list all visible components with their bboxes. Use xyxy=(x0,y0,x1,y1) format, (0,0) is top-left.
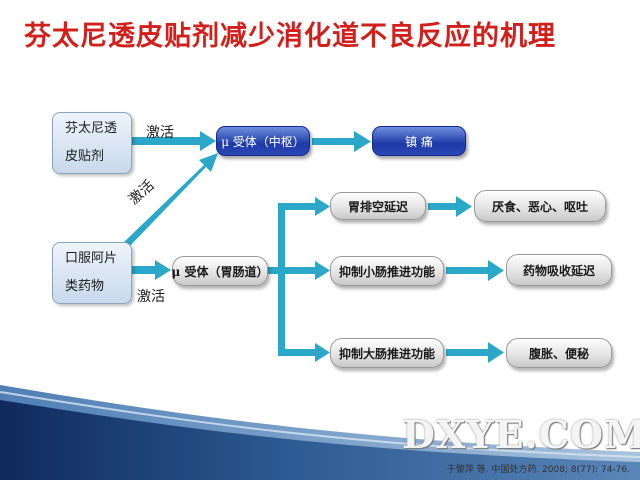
fentanyl-patch-box: 芬太尼透 皮贴剂 xyxy=(52,112,132,174)
arrow-opioid-to-gut xyxy=(132,260,171,280)
arrow-fentanyl-to-central xyxy=(132,131,216,151)
arrow-small-to-outcome xyxy=(446,260,504,281)
gastric-outcome-node: 厌食、恶心、呕吐 xyxy=(474,190,606,222)
small-intestine-node: 抑制小肠推进功能 xyxy=(330,256,444,286)
branch-vertical xyxy=(278,203,285,356)
decor-band-dark xyxy=(0,400,640,480)
arrow-central-to-analgesia xyxy=(312,131,371,152)
activation-label-bottom: 激活 xyxy=(137,289,165,305)
analgesia-node: 镇 痛 xyxy=(372,126,466,156)
fentanyl-label-line1: 芬太尼透 xyxy=(65,121,118,136)
opioid-label-line2: 类药物 xyxy=(65,279,105,294)
citation-text: 于黎萍 等. 中国处方药. 2008; 8(77): 74-76. xyxy=(446,465,630,475)
bowel-outcome-node: 腹胀、便秘 xyxy=(506,338,612,368)
absorption-outcome-node: 药物吸收延迟 xyxy=(506,254,612,286)
opioid-label-line1: 口服阿片 xyxy=(65,251,118,266)
decor-band-highlight xyxy=(0,391,640,458)
branch-stub xyxy=(268,267,284,274)
large-intestine-node: 抑制大肠推进功能 xyxy=(330,338,444,368)
oral-opioid-box: 口服阿片 类药物 xyxy=(52,242,132,304)
arrow-branch-to-small xyxy=(284,261,330,280)
arrow-branch-to-gastric xyxy=(278,197,330,216)
central-receptor-node: μ 受体（中枢） xyxy=(216,126,310,156)
arrow-branch-to-large xyxy=(278,343,330,362)
site-watermark: DXYE.COM xyxy=(402,412,640,457)
arrow-opioid-to-central xyxy=(122,153,218,249)
fentanyl-label-line2: 皮贴剂 xyxy=(65,149,105,164)
arrow-gastric-to-outcome xyxy=(428,196,472,217)
page-title: 芬太尼透皮贴剂减少消化道不良反应的机理 xyxy=(24,21,556,52)
gastric-delay-node: 胃排空延迟 xyxy=(330,192,426,220)
arrow-large-to-outcome xyxy=(446,342,504,363)
activation-label-top: 激活 xyxy=(146,125,174,141)
gut-receptor-node: μ 受体（胃肠道） xyxy=(172,256,268,286)
